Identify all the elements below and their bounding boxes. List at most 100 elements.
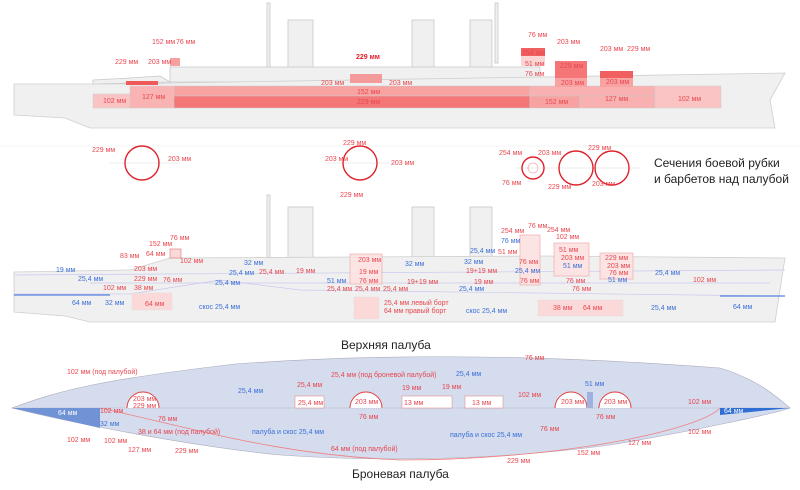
label: 19+19 мм (466, 268, 497, 275)
label: 19 мм (359, 269, 379, 276)
label: 38 мм (134, 285, 154, 292)
upper-deck-title: Верхняя палуба (341, 338, 431, 352)
label: 64 мм правый борт (384, 307, 447, 315)
label: 25,4 мм (298, 400, 323, 407)
label: 102 мм (688, 429, 711, 436)
label: 25,4 мм (под броневой палубой) (331, 371, 436, 379)
label: 229 мм (548, 184, 571, 191)
label: 76 мм (540, 426, 560, 433)
label: 254 мм (501, 228, 524, 235)
label: 152 мм (149, 241, 172, 248)
label: 51 мм (585, 381, 605, 388)
label: 203 мм (321, 80, 344, 87)
label: 32 мм (244, 260, 264, 267)
label: 229 мм (627, 46, 650, 53)
armor-deck-plan (10, 356, 791, 461)
label: 102 мм (под палубой) (67, 368, 138, 376)
label: скос 25,4 мм (199, 304, 240, 311)
label: 76 мм (170, 235, 190, 242)
label: 32 мм (405, 261, 425, 268)
label: 64 мм (72, 300, 92, 307)
label: 254 мм (547, 227, 570, 234)
label: 203 мм (389, 80, 412, 87)
label: 229 мм (605, 255, 628, 262)
label: 83 мм (120, 253, 140, 260)
mast (494, 2, 499, 64)
label: 19+19 мм (407, 279, 438, 286)
label: 229 мм (507, 458, 530, 465)
label: 254 мм (499, 150, 522, 157)
armor-deck-title: Броневая палуба (352, 467, 449, 481)
label: 76 мм (528, 223, 548, 230)
label: 229 мм (134, 276, 157, 283)
label: 229 мм (356, 54, 380, 61)
label: 25,4 мм (78, 276, 103, 283)
tower-section (521, 156, 545, 180)
label: 152 мм (545, 99, 568, 106)
label: 203 мм (391, 160, 414, 167)
label: 25,4 мм (297, 382, 322, 389)
label: 76 мм (501, 238, 521, 245)
label: 76 мм (163, 277, 183, 284)
label: 76 мм (566, 278, 586, 285)
label: 229 мм (133, 403, 156, 410)
label: 203 мм (325, 156, 348, 163)
label: 13 мм (472, 400, 492, 407)
label: 127 мм (605, 96, 628, 103)
label: 102 мм (518, 392, 541, 399)
upper-deck-profile (13, 194, 786, 323)
label: 25,4 мм (651, 305, 676, 312)
label: 19 мм (296, 268, 316, 275)
label: 203 мм (604, 399, 627, 406)
label: 76 мм (158, 416, 178, 423)
label: 51 мм (608, 277, 628, 284)
label: 203 мм (148, 59, 171, 66)
label: 64 мм (146, 251, 166, 258)
label: 25,4 мм (215, 280, 240, 287)
label: 64 мм (583, 305, 603, 312)
armor-deck-labels: 102 мм (под палубой) 25,4 мм (под бронев… (58, 355, 744, 481)
label: 229 мм (588, 145, 611, 152)
label: 203 мм (561, 80, 584, 87)
label: 203 мм (355, 399, 378, 406)
label: 25,4 мм (238, 388, 263, 395)
label: палуба и скос 25,4 мм (252, 428, 324, 436)
label: 76 мм (525, 71, 545, 78)
label: 203 мм (607, 263, 630, 270)
label: 64 мм (733, 304, 753, 311)
bow-wedge (12, 408, 100, 428)
label: 64 мм (145, 301, 165, 308)
label: 38 мм (553, 305, 573, 312)
label: скос 25,4 мм (466, 308, 507, 315)
label: 19 мм (402, 385, 422, 392)
barbette-section (594, 150, 630, 186)
label: 203 мм (561, 399, 584, 406)
label: 203 мм (538, 150, 561, 157)
label: 102 мм (556, 234, 579, 241)
label: 76 мм (609, 270, 629, 277)
label: 13 мм (404, 400, 424, 407)
label: 64 мм (58, 410, 78, 417)
barbette-section (342, 145, 378, 181)
label: 64 мм (724, 408, 744, 415)
label: 25,4 мм (327, 286, 352, 293)
label: 203 мм (133, 396, 156, 403)
label: 76 мм (359, 414, 379, 421)
label: 51 мм (563, 263, 583, 270)
label: палуба и скос 25,4 мм (450, 431, 522, 439)
label: 25,4 мм (355, 286, 380, 293)
label: 19 мм (442, 384, 462, 391)
label: 203 мм (592, 181, 615, 188)
label: 76 мм (520, 278, 540, 285)
label: 203 мм (561, 255, 584, 262)
upper-deck-labels: 76 мм 152 мм 64 мм 83 мм 102 мм 19 мм 20… (56, 223, 753, 352)
label: 152 мм (152, 39, 175, 46)
label: 32 мм (105, 300, 125, 307)
label: 102 мм (678, 96, 701, 103)
label: 25,4 мм (456, 371, 481, 378)
label: 51 мм (559, 247, 579, 254)
label: 64 мм (под палубой) (331, 445, 398, 453)
label: 102 мм (67, 437, 90, 444)
label: 203 мм (557, 39, 580, 46)
